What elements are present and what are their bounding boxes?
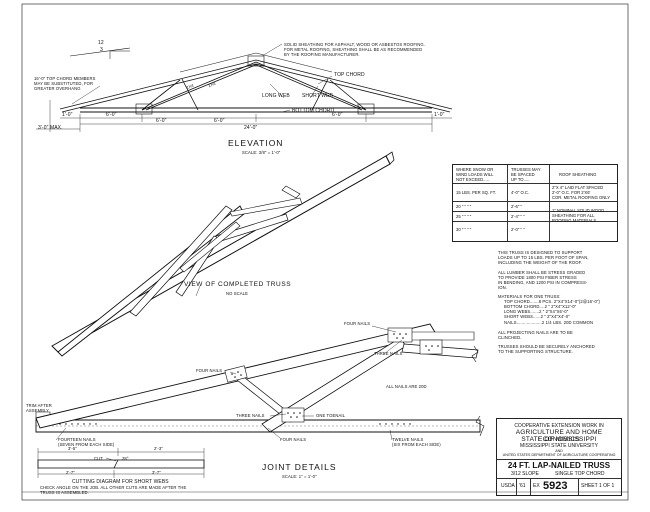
cut-angle: 28° [122, 456, 129, 461]
four-nails-label-top: FOUR NAILS [344, 321, 371, 326]
sheet-number: SHEET 1 OF 1 [581, 483, 615, 489]
tb-line-3: STATE OF MISSISSIPPI [521, 436, 597, 443]
table-row-4-load: 30 " " " " [456, 227, 472, 232]
bottom-chord-label: BOTTOM CHORD [292, 108, 335, 114]
dim-left-overhang: 1'-0" [62, 112, 73, 118]
tb-line-5: AND [555, 449, 563, 453]
cut-dim-bottom-left: 2'-7" [66, 470, 75, 475]
long-web-label: LONG WEB [262, 93, 290, 99]
cut-dim-top-right: 2'-3" [154, 446, 163, 451]
drawing-chord-type: SINGLE TOP CHORD [555, 471, 605, 477]
title-block: COOPERATIVE EXTENSION WORK IN AGRICULTUR… [496, 418, 622, 496]
tb-year: '61 [519, 483, 526, 489]
top-chord-label: TOP CHORD [334, 72, 365, 78]
table-row-4-spacing: 2'-0" " " [511, 227, 525, 232]
dim-span: 24'-0" [244, 125, 258, 131]
four-nails-label-left: FOUR NAILS [196, 368, 223, 373]
fourteen-nails-note: FOURTEEN NAILS(SEVEN FROM EACH SIDE) [58, 437, 115, 447]
drawing-slope: 3/12 SLOPE [511, 471, 539, 477]
three-nails-label-bottom: THREE NAILS [236, 413, 265, 418]
joint-details-view [35, 323, 485, 441]
tb-prefix: EX [533, 483, 540, 489]
elevation-title: ELEVATION [228, 138, 284, 148]
drawing-number: 5923 [543, 480, 568, 492]
materials-list: TOP CHORD.......8 PCS. 2"x4"x14'-0"(2@16… [504, 299, 600, 319]
table-row-3-load: 25 " " " " [456, 214, 472, 219]
tb-line-1: COOPERATIVE EXTENSION WORK IN [514, 423, 604, 429]
drawing-title: 24 FT. LAP-NAILED TRUSS [507, 461, 611, 470]
pitch-rise-label: 3 [100, 47, 103, 53]
three-nails-label-top: THREE NAILS [374, 351, 403, 356]
pitch-run-label: 12 [98, 40, 104, 46]
elevation-scale: SCALE: 3/8" = 1'-0" [242, 150, 281, 155]
tb-agency: USDA [501, 483, 515, 489]
dim-panel-1: 6'-0" [106, 112, 117, 118]
joint-details-title: JOINT DETAILS [262, 462, 337, 472]
dim-max-overhang: 3'-0" MAX. [38, 125, 63, 131]
nails-note: NAILS....................2 1/4 LBS. 20d … [504, 320, 594, 325]
all-nails-note: ALL NAILS ARE 20d [386, 384, 427, 389]
tb-line-6: UNITED STATES DEPARTMENT OF AGRICULTURE … [502, 453, 616, 457]
table-header-sheathing: ROOF SHEATHING [559, 172, 597, 177]
sheet-border [21, 3, 629, 501]
overhang-note: 16'-0" TOP CHORD MEMBERS MAY BE SUBSTITU… [34, 76, 96, 91]
dim-panel-2: 6'-0" [156, 118, 167, 124]
one-toenail-label: ONE TOENAIL [316, 413, 346, 418]
tb-line-4: MISSISSIPPI STATE UNIVERSITY [520, 443, 598, 449]
sheathing-note: SOLID SHEATHING FOR ASPHALT, WOOD OR ASB… [284, 42, 426, 57]
table-row-2-spacing: 2'-6" " [511, 204, 522, 209]
cut-label: CUT [94, 456, 103, 461]
joint-details-scale: SCALE: 1" = 1'-0" [282, 474, 317, 479]
cut-dim-bottom-right: 3'-7" [152, 470, 161, 475]
tb-line-2: AGRICULTURE AND HOME ECONOMICS [515, 429, 603, 443]
dim-right-overhang: 1'-0" [434, 112, 445, 118]
table-row-1-spacing: 4'-0" O.C. [511, 190, 530, 195]
cutting-diagram-view [37, 448, 205, 478]
cutting-diagram-title: CUTTING DIAGRAM FOR SHORT WEBS [72, 479, 169, 485]
table-row-3-spacing: 2'-4" " " [511, 214, 525, 219]
dim-panel-4: 6'-0" [332, 112, 343, 118]
view-title: VIEW OF COMPLETED TRUSS [184, 281, 292, 288]
completed-truss-view [51, 151, 395, 357]
short-web-label: SHORT WEB [302, 93, 333, 99]
elevation-view [36, 43, 453, 132]
materials-title: MATERIALS FOR ONE TRUSS: [498, 294, 561, 299]
dim-panel-3: 6'-0" [214, 118, 225, 124]
view-scale: NO SCALE [226, 291, 248, 296]
table-row-2-load: 20 " " " " [456, 204, 472, 209]
twelve-nails-note: TWELVE NAILS(SIX FROM EACH SIDE) [392, 437, 441, 447]
cut-dim-top-left: 3'-5" [68, 446, 77, 451]
cutting-diagram-note: CHECK ANGLE ON THE JOB. ALL OTHER CUTS A… [40, 485, 187, 495]
four-nails-label-bottom: FOUR NAILS [280, 437, 307, 442]
table-row-1-load: 15 LBS. PER SQ. FT. [456, 190, 497, 195]
